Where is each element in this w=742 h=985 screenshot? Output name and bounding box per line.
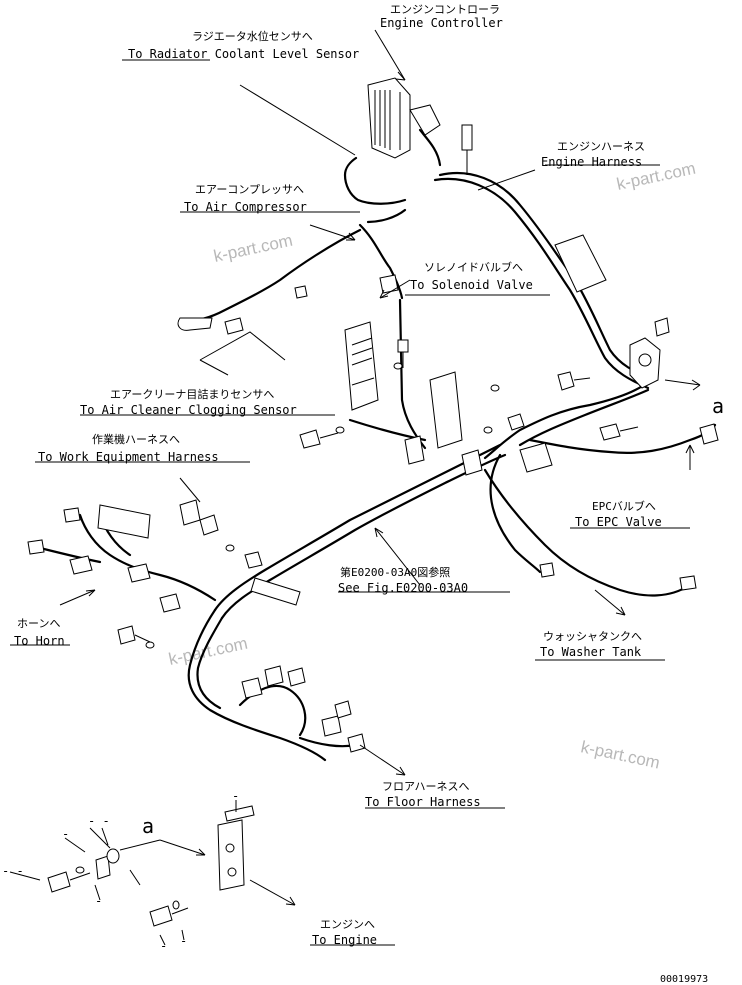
radiator-label-jp: ラジエータ水位センサへ <box>192 29 313 43</box>
radiator-label-en: To Radiator Coolant Level Sensor <box>128 47 359 61</box>
solenoid-label-en: To Solenoid Valve <box>410 278 533 292</box>
callout-dash-5: - <box>95 894 102 908</box>
washer-label-en: To Washer Tank <box>540 645 642 659</box>
engine-label-en: To Engine <box>312 933 377 947</box>
horn-label-jp: ホーンへ <box>17 617 60 630</box>
harness-sleeves <box>97 504 301 606</box>
epc-connector <box>699 423 719 445</box>
work-equipment-label-en: To Work Equipment Harness <box>38 450 219 464</box>
drawing-number: 00019973 <box>660 974 708 985</box>
ref-a-bottom: a <box>142 814 154 838</box>
engine-controller-label-en: Engine Controller <box>380 16 503 30</box>
epc-label-en: To EPC Valve <box>575 515 662 529</box>
engine-bracket <box>95 805 255 891</box>
solenoid-label-jp: ソレノイドバルブへ <box>424 260 523 274</box>
callout-dash-3: - - <box>88 814 110 828</box>
leader-lines <box>9 29 701 946</box>
watermark-4: k-part.com <box>579 737 661 772</box>
callout-dash-7: - <box>180 934 187 948</box>
solenoid-plate <box>344 321 379 411</box>
work-equipment-label-jp: 作業機ハーネスへ <box>92 432 180 446</box>
air-compressor-label-en: To Air Compressor <box>184 200 307 214</box>
callout-dash-2: - <box>232 789 239 803</box>
floor-label-jp: フロアハーネスへ <box>382 780 470 793</box>
components <box>27 77 719 927</box>
engine-controller <box>367 77 442 167</box>
washer-label-jp: ウォッシャタンクへ <box>543 630 642 643</box>
engine-harness-label-jp: エンジンハーネス <box>557 140 645 153</box>
compressor-connectors <box>177 274 399 335</box>
callout-dash-6: - <box>160 939 167 953</box>
horn-connectors <box>27 499 219 583</box>
air-cleaner-label-en: To Air Cleaner Clogging Sensor <box>80 403 297 417</box>
engine-harness-label-en: Engine Harness <box>541 155 642 169</box>
callout-dash-4: - - <box>2 864 24 878</box>
horn-label-en: To Horn <box>14 634 65 648</box>
ref-a-right: a <box>712 394 724 418</box>
epc-label-jp: EPCバルブへ <box>592 499 656 513</box>
see-fig-label-jp: 第E0200-03A0図参照 <box>340 565 450 579</box>
watermark-2: k-part.com <box>212 231 294 266</box>
floor-label-en: To Floor Harness <box>365 795 481 809</box>
engine-label-jp: エンジンへ <box>320 918 375 931</box>
bolts <box>47 124 670 927</box>
junction-cluster <box>404 371 553 476</box>
bracket-right <box>629 337 661 389</box>
air-cleaner-label-jp: エアークリーナ目詰まりセンサへ <box>110 387 274 401</box>
callout-dash-1: - <box>62 827 69 841</box>
see-fig-label-en: See Fig.E0200-03A0 <box>338 581 468 595</box>
washers <box>75 362 500 910</box>
washer-connector <box>539 562 697 591</box>
watermark-3: k-part.com <box>167 634 249 669</box>
engine-controller-label-jp: エンジンコントローラ <box>390 3 500 16</box>
air-compressor-label-jp: エアーコンプレッサへ <box>195 183 304 196</box>
labels: エンジンコントローラ Engine Controller ラジエータ水位センサへ… <box>2 3 724 985</box>
